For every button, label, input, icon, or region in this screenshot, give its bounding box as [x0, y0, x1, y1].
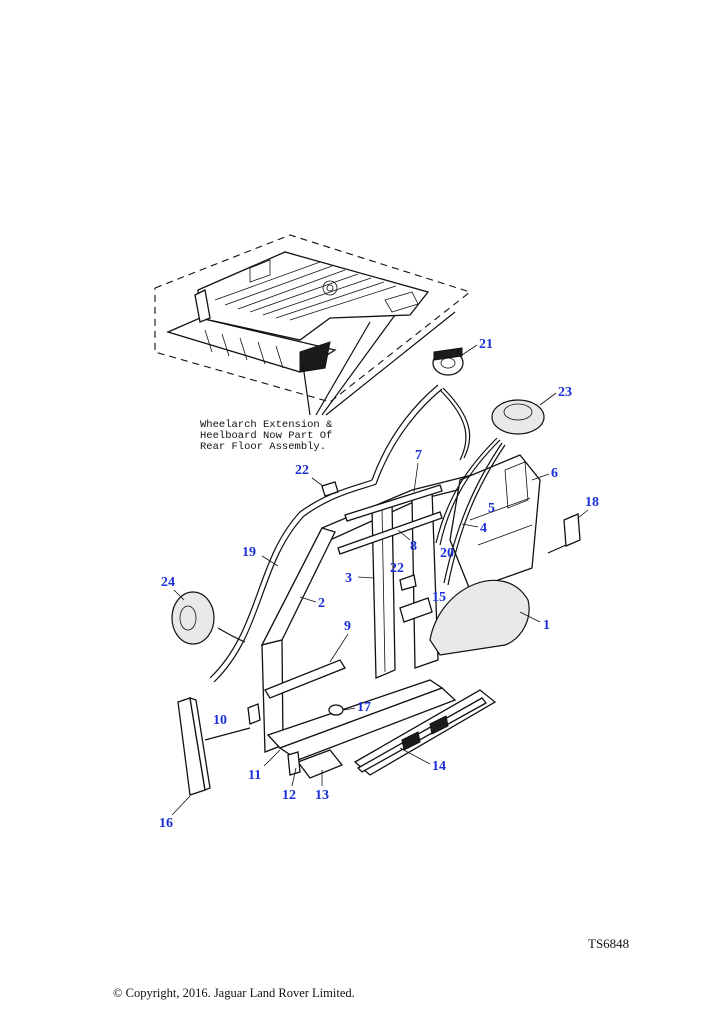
callout-7: 7 [415, 448, 422, 463]
note-line-2: Heelboard Now Part Of [200, 430, 332, 442]
grommet-23 [491, 399, 545, 435]
callout-16: 16 [159, 816, 173, 831]
diagram-reference: TS6848 [588, 936, 629, 951]
callout-13: 13 [315, 788, 329, 803]
callout-24: 24 [161, 575, 175, 590]
callout-labels: 1 2 3 4 5 6 7 8 9 10 11 12 13 14 15 16 1… [159, 337, 599, 831]
note-line-1: Wheelarch Extension & [200, 419, 333, 431]
note-line-3: Rear Floor Assembly. [200, 441, 326, 453]
callout-1: 1 [543, 618, 550, 633]
grommet-24 [171, 591, 246, 645]
callout-20: 20 [440, 546, 454, 561]
sill-trim-14 [353, 689, 497, 776]
callout-11: 11 [248, 768, 261, 783]
callout-18: 18 [585, 495, 599, 510]
callout-14: 14 [432, 759, 446, 774]
callout-17: 17 [357, 700, 371, 715]
callout-22-upper: 22 [295, 463, 309, 478]
plug-18 [547, 513, 581, 554]
body-side-assembly [247, 454, 541, 779]
callout-22-lower: 22 [390, 561, 404, 576]
callout-9: 9 [344, 619, 351, 634]
callout-8: 8 [410, 539, 417, 554]
callout-19: 19 [242, 545, 256, 560]
callout-21: 21 [479, 337, 493, 352]
rear-floor-inset [154, 234, 472, 416]
callout-15: 15 [432, 590, 446, 605]
callout-3: 3 [345, 571, 352, 586]
callout-12: 12 [282, 788, 296, 803]
callout-6: 6 [551, 466, 558, 481]
callout-2: 2 [318, 596, 325, 611]
trim-21 [432, 347, 464, 376]
callout-23: 23 [558, 385, 572, 400]
post-16 [177, 697, 251, 796]
callout-4: 4 [480, 521, 487, 536]
copyright-notice: © Copyright, 2016. Jaguar Land Rover Lim… [113, 986, 355, 1000]
callout-5: 5 [488, 501, 495, 516]
callout-10: 10 [213, 713, 227, 728]
